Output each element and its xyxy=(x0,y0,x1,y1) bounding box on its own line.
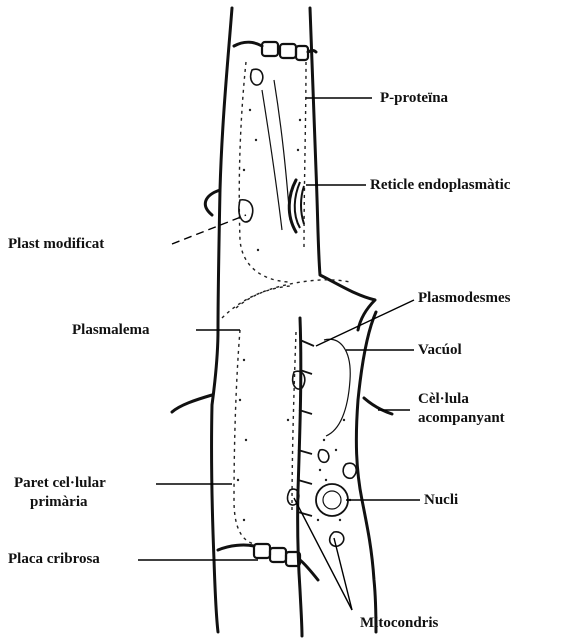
leader-plasmodesmes xyxy=(316,300,414,346)
lower-sieve-plate xyxy=(218,544,318,580)
companion-cell-bulge xyxy=(364,398,392,414)
leader-mitocondris-1 xyxy=(294,498,352,610)
upper-plasmalema xyxy=(239,62,306,282)
leader-plast xyxy=(172,215,246,244)
label-paret-line2: primària xyxy=(30,493,88,511)
label-cellula-line1: Cèl·lula xyxy=(418,390,469,408)
label-cellula-line2: acompanyant xyxy=(418,409,505,427)
vacuole-outline xyxy=(324,339,350,436)
upper-sieve-plate xyxy=(234,42,316,60)
label-plasmodesmes: Plasmodesmes xyxy=(418,289,511,307)
companion-cell-interior xyxy=(316,339,356,546)
label-reticle-endoplasmatic: Reticle endoplasmàtic xyxy=(370,176,510,194)
left-wall-bulge-top xyxy=(205,190,220,215)
leader-lines xyxy=(138,98,420,610)
label-nucli: Nucli xyxy=(424,491,458,509)
label-paret-line1: Paret cel·lular xyxy=(14,474,106,492)
nucleus xyxy=(316,484,348,516)
cytoplasm-stipple xyxy=(237,109,351,521)
lower-plasmalema xyxy=(234,330,296,544)
label-mitocondris: Mitocondris xyxy=(360,614,438,632)
left-outer-wall xyxy=(212,8,232,632)
endoplasmic-reticulum xyxy=(289,180,304,232)
label-placa-cribrosa: Placa cribrosa xyxy=(8,550,100,568)
companion-cell-wall xyxy=(356,312,376,632)
label-plasmalema: Plasmalema xyxy=(72,321,149,339)
upper-plastid xyxy=(251,69,263,85)
label-plast-modificat: Plast modificat xyxy=(8,235,104,253)
modified-plastid xyxy=(239,200,253,222)
label-p-proteina: P-proteïna xyxy=(380,89,448,107)
label-vacuol: Vacúol xyxy=(418,341,462,359)
p-protein-strands xyxy=(262,80,290,230)
leader-mitocondris-2 xyxy=(334,538,352,610)
inner-right-wall-lower xyxy=(298,318,302,636)
right-outer-wall xyxy=(310,8,375,330)
middle-transverse-wall xyxy=(222,280,350,318)
left-wall-bulge-bottom xyxy=(172,395,212,412)
